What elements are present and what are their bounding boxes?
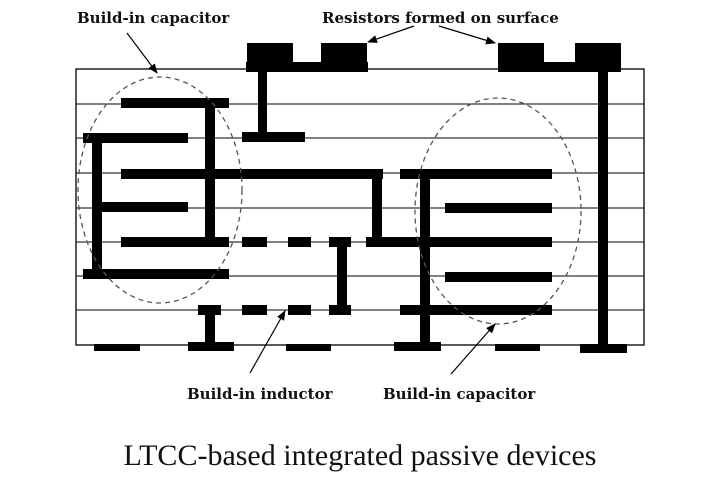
arrow-resistor-left bbox=[367, 25, 415, 43]
left-capacitor bbox=[83, 98, 383, 279]
via-right-edge bbox=[580, 70, 627, 353]
bottom-pad bbox=[94, 344, 140, 351]
right-capacitor bbox=[366, 169, 552, 351]
arrow-capacitor-right bbox=[450, 323, 496, 375]
label-capacitor-left: Build-in capacitor bbox=[77, 9, 230, 27]
label-capacitor-right: Build-in capacitor bbox=[383, 385, 536, 403]
diagram-title: LTCC-based integrated passive devices bbox=[124, 439, 597, 472]
label-resistors: Resistors formed on surface bbox=[322, 9, 559, 27]
right-capacitor-outline bbox=[414, 97, 582, 325]
arrow-capacitor-left bbox=[126, 32, 158, 74]
label-inductor: Build-in inductor bbox=[187, 385, 334, 403]
surface-resistor-right bbox=[498, 43, 621, 72]
surface-resistor-left bbox=[246, 43, 368, 72]
via-resistor-left bbox=[242, 70, 305, 142]
left-capacitor-outline bbox=[77, 76, 243, 304]
arrow-inductor bbox=[249, 310, 286, 374]
bottom-pad bbox=[495, 344, 540, 351]
bottom-pad bbox=[286, 344, 331, 351]
arrow-resistor-right bbox=[438, 25, 496, 45]
bottom-pads bbox=[94, 344, 540, 351]
inductor bbox=[188, 169, 401, 351]
